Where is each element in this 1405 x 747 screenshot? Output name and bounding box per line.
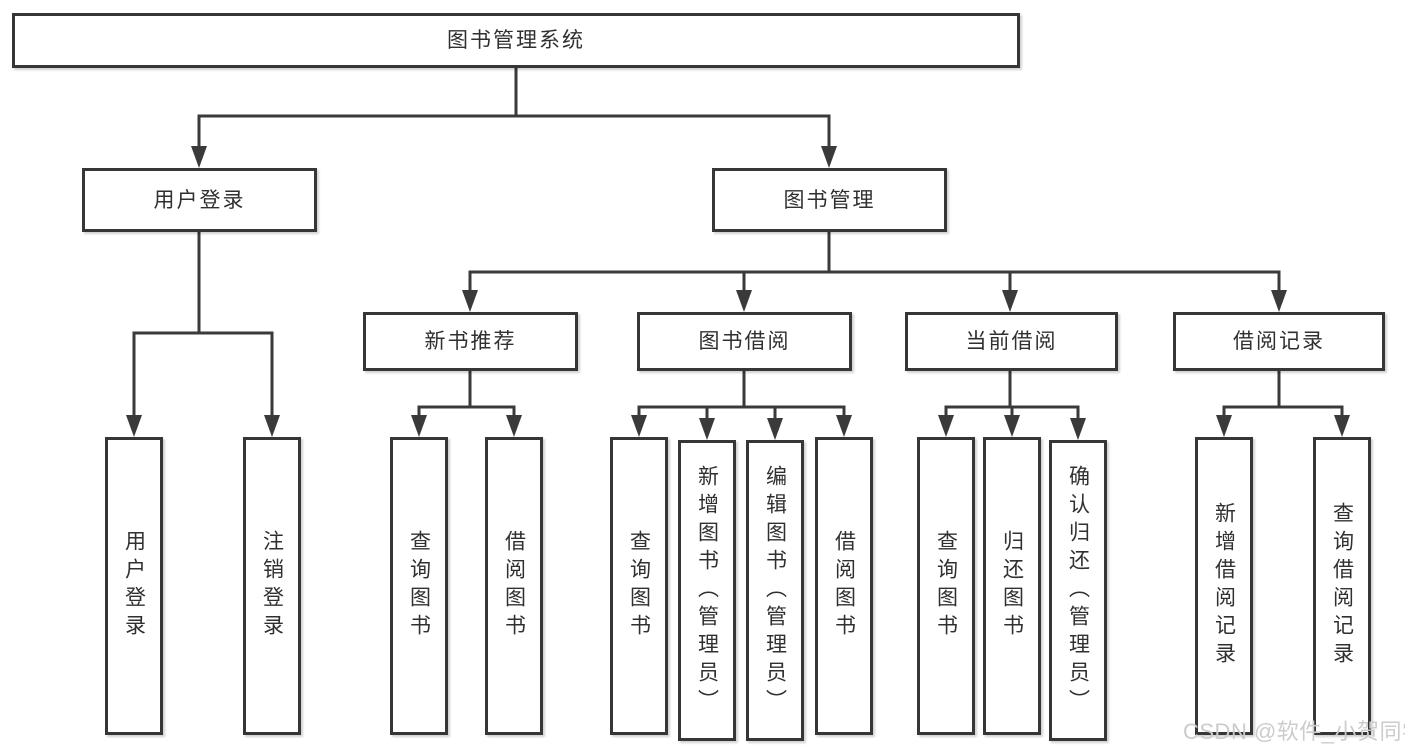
leaf-logout: 注销登录 <box>243 437 301 735</box>
leaf-records-query-record: 查询借阅记录 <box>1313 437 1371 735</box>
node-borrow-records: 借阅记录 <box>1173 312 1385 371</box>
leaf-newbook-borrow-books: 借阅图书 <box>485 437 543 735</box>
leaf-borrow-query-books: 查询图书 <box>610 437 668 735</box>
leaf-current-return-books: 归还图书 <box>983 437 1041 735</box>
node-root-system: 图书管理系统 <box>12 13 1020 68</box>
node-user-login: 用户登录 <box>82 168 317 232</box>
leaf-user-login: 用户登录 <box>105 437 163 735</box>
leaf-newbook-query-books: 查询图书 <box>390 437 448 735</box>
leaf-borrow-edit-books-admin: 编辑图书（管理员） <box>746 440 804 741</box>
node-book-borrowing: 图书借阅 <box>637 312 852 371</box>
leaf-current-query-books: 查询图书 <box>917 437 975 735</box>
node-new-book-recommend: 新书推荐 <box>363 312 578 371</box>
node-current-borrowing: 当前借阅 <box>905 312 1118 371</box>
node-book-management: 图书管理 <box>712 168 947 232</box>
leaf-borrow-add-books-admin: 新增图书（管理员） <box>678 440 736 741</box>
csdn-watermark: CSDN @软件_小贺同学 <box>1183 719 1405 744</box>
leaf-borrow-borrow-books: 借阅图书 <box>815 437 873 735</box>
leaf-current-confirm-return-admin: 确认归还（管理员） <box>1049 440 1107 741</box>
leaf-records-add-record: 新增借阅记录 <box>1195 437 1253 735</box>
